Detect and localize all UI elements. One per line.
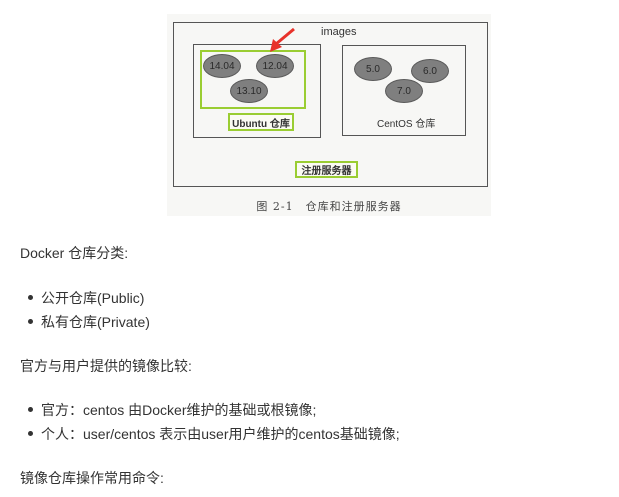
centos-repo-label: CentOS 仓库: [377, 119, 436, 130]
figure-caption: 图 2-1 仓库和注册服务器: [256, 200, 402, 213]
list-item: 官方：centos 由Docker维护的基础或根镜像;: [28, 400, 316, 420]
section-heading: 镜像仓库操作常用命令:: [20, 470, 164, 486]
bullet-icon: [28, 406, 33, 412]
registry-server-label: 注册服务器: [295, 161, 358, 178]
section-heading: Docker 仓库分类:: [20, 245, 129, 261]
images-label: images: [321, 26, 357, 38]
bullet-icon: [28, 294, 33, 300]
centos-repo-box: [342, 45, 466, 136]
image-ellipse: 7.0: [385, 79, 423, 103]
bullet-icon: [28, 318, 33, 324]
red-arrow-icon: [270, 27, 295, 52]
ubuntu-repo-box: [193, 44, 321, 138]
section-heading: 官方与用户提供的镜像比较:: [20, 358, 192, 374]
bullet-icon: [28, 430, 33, 436]
registry-diagram: 14.04 12.04 13.10 Ubuntu 仓库 images 5.0 6…: [167, 14, 491, 216]
list-item: 个人：user/centos 表示由user用户维护的centos基础镜像;: [28, 424, 400, 444]
image-ellipse: 5.0: [354, 57, 392, 81]
image-ellipse: 6.0: [411, 59, 449, 83]
list-item: 私有仓库(Private): [28, 312, 150, 332]
image-ellipse: 14.04: [203, 54, 241, 78]
image-ellipse: 13.10: [230, 79, 268, 103]
ubuntu-images-highlight: [200, 50, 306, 109]
image-ellipse: 12.04: [256, 54, 294, 78]
registry-server-box: [173, 22, 488, 187]
list-item: 公开仓库(Public): [28, 288, 144, 308]
ubuntu-repo-label: Ubuntu 仓库: [228, 113, 294, 131]
